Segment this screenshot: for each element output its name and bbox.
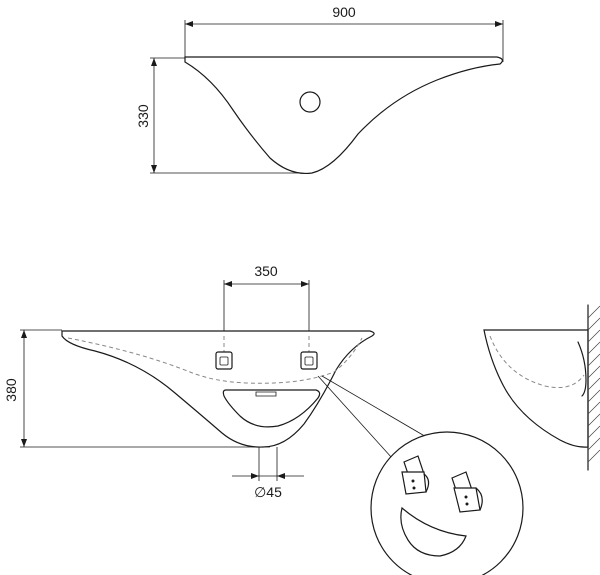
- dimension-height-label: 380: [3, 378, 19, 402]
- basin-top-outline: [184, 56, 503, 175]
- top-view: 900 330: [135, 4, 504, 175]
- wall-hatching: [587, 305, 600, 463]
- hidden-inner-bowl-line: [67, 337, 363, 384]
- drain-hole: [299, 91, 321, 113]
- bracket-detail-left: [401, 455, 430, 495]
- front-view: 350 380 ∅45: [3, 263, 375, 500]
- detail-callout: [317, 375, 524, 575]
- bracket-detail-hole: [412, 486, 416, 490]
- wall-bracket-left: [215, 351, 233, 370]
- arrow-head: [301, 281, 309, 287]
- bracket-detail-right: [451, 471, 483, 513]
- dimension-drain-diameter-label: ∅45: [254, 484, 282, 500]
- wall-bracket-right-slot: [304, 356, 314, 366]
- bracket-detail-hole: [411, 479, 415, 483]
- opening-detail: [400, 506, 467, 557]
- arrow-head: [21, 439, 27, 447]
- basin-side-outline: [483, 329, 589, 448]
- arrow-head: [21, 330, 27, 338]
- bracket-detail-hole: [464, 495, 468, 499]
- arrow-head: [151, 165, 157, 173]
- arrow-head: [185, 21, 193, 27]
- arrow-head: [251, 473, 259, 479]
- arrow-head: [277, 473, 285, 479]
- dimension-width-label: 900: [332, 4, 356, 20]
- callout-leader-line: [321, 375, 441, 446]
- hidden-inner-bowl-line: [489, 335, 585, 389]
- arrow-head: [495, 21, 503, 27]
- basin-front-outline: [61, 330, 375, 448]
- wall-bracket-left-slot: [219, 356, 229, 366]
- overflow-slot: [255, 391, 277, 397]
- arrow-head: [224, 281, 232, 287]
- bracket-detail-hole: [465, 502, 469, 506]
- bracket-detail-edge: [423, 473, 430, 493]
- dimension-depth-label: 330: [135, 104, 151, 128]
- side-bracket: [577, 341, 587, 397]
- front-opening: [222, 389, 321, 428]
- dimension-bracket-spacing-label: 350: [254, 263, 278, 279]
- wall-bracket-right: [300, 351, 318, 370]
- arrow-head: [151, 58, 157, 66]
- bracket-detail-plate: [401, 471, 427, 495]
- callout-leader-line: [317, 375, 393, 459]
- bracket-detail-edge: [475, 487, 483, 511]
- side-view: [483, 304, 600, 471]
